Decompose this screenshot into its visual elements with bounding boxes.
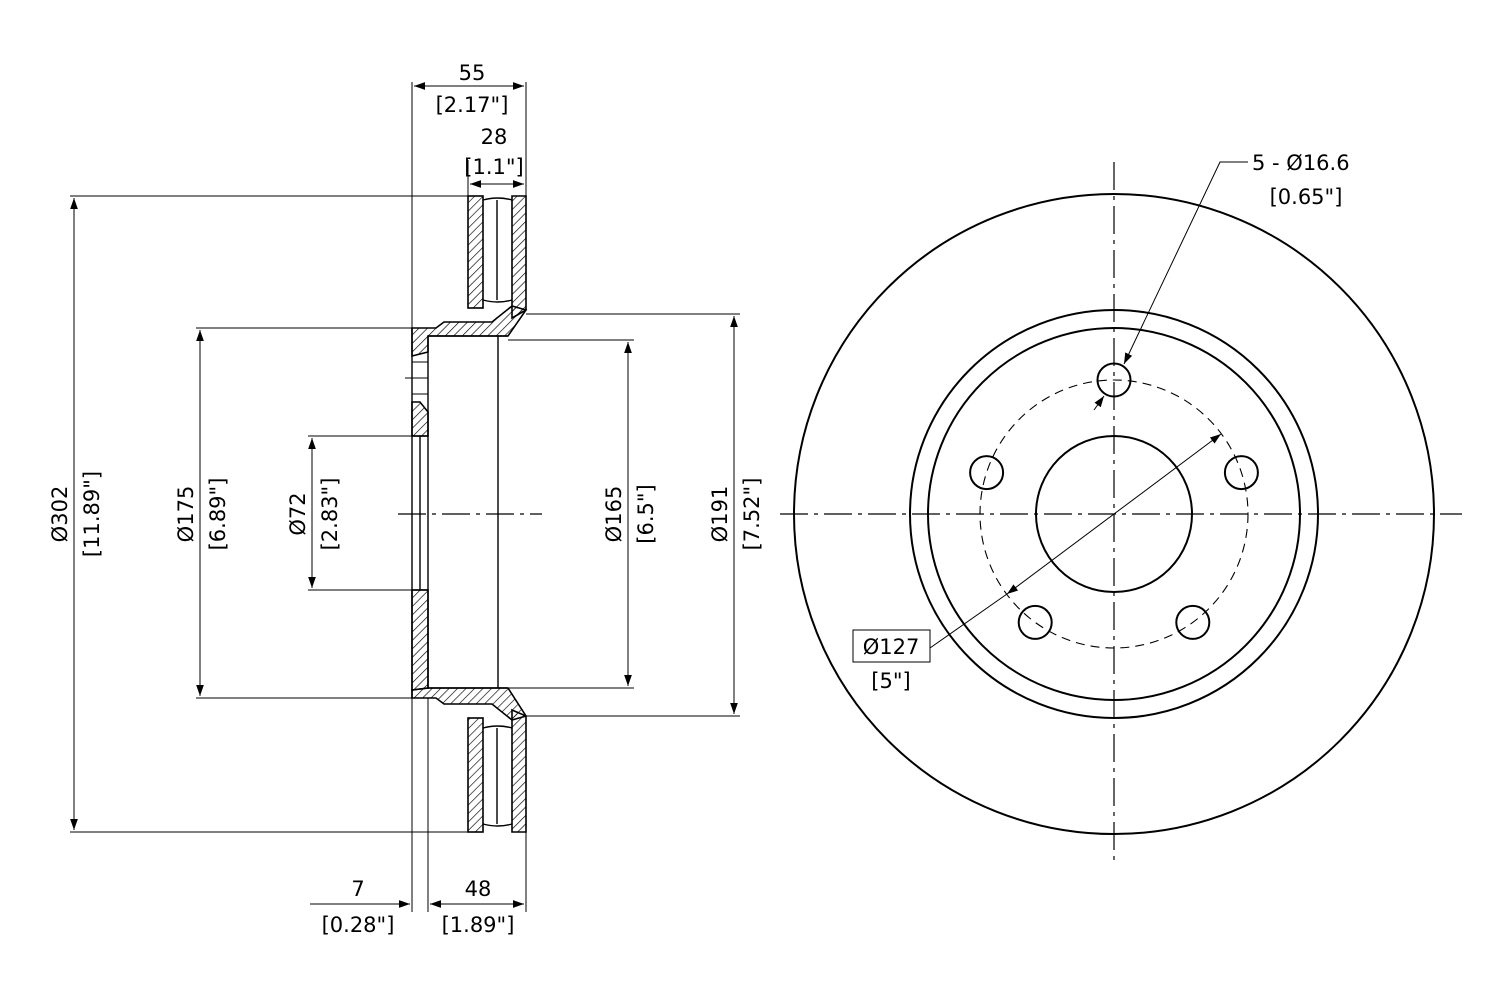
dimension-lines	[70, 82, 738, 908]
hat-depth-metric: 48	[465, 877, 492, 901]
hat-diameter-imperial: [6.89"]	[206, 478, 230, 551]
hat-thickness-metric: 7	[351, 877, 364, 901]
section-outlines	[405, 197, 513, 827]
bolt-circle-imperial: [5"]	[871, 669, 910, 693]
friction-ring-width-imperial: [1.1"]	[464, 155, 523, 179]
hat-diameter-metric: Ø175	[174, 486, 198, 543]
front-view: 5 - Ø16.6 [0.65"] Ø127 [5"]	[780, 151, 1462, 864]
overall-width-metric: 55	[459, 61, 486, 85]
outer-diameter-metric: Ø302	[48, 486, 72, 543]
bolt-holes-metric: 5 - Ø16.6	[1252, 151, 1350, 175]
bolt-hole-leader	[1093, 161, 1248, 411]
section-view: 55 [2.17"] 28 [1.1"] Ø302 [11.89"] Ø175 …	[48, 61, 764, 937]
dimension-texts-section: 55 [2.17"] 28 [1.1"] Ø302 [11.89"] Ø175 …	[48, 61, 764, 937]
inner-ring-diameter-imperial: [7.52"]	[740, 478, 764, 551]
inner-ring-diameter-metric: Ø191	[708, 486, 732, 543]
inner-hat-diameter-imperial: [6.5"]	[634, 484, 658, 543]
bolt-hole-4	[1017, 604, 1053, 640]
friction-ring-width-metric: 28	[481, 125, 508, 149]
bolt-circle-leader	[852, 433, 1222, 663]
hat-thickness-imperial: [0.28"]	[322, 913, 395, 937]
inner-hat-diameter-metric: Ø165	[602, 486, 626, 543]
extension-lines	[70, 82, 740, 912]
center-bore-imperial: [2.83"]	[318, 478, 342, 551]
bolt-hole-2	[1223, 455, 1259, 491]
overall-width-imperial: [2.17"]	[436, 93, 509, 117]
outer-diameter-imperial: [11.89"]	[80, 471, 104, 557]
hat-depth-imperial: [1.89"]	[442, 913, 515, 937]
bolt-hole-5	[969, 455, 1005, 491]
bolt-circle-metric: Ø127	[863, 635, 920, 659]
bolt-hole-3	[1175, 604, 1211, 640]
bolt-holes-imperial: [0.65"]	[1270, 185, 1343, 209]
bolt-circle-frame	[852, 629, 931, 663]
dimension-texts-front: 5 - Ø16.6 [0.65"] Ø127 [5"]	[863, 151, 1350, 693]
center-bore-metric: Ø72	[286, 492, 310, 535]
bolt-holes	[969, 362, 1259, 640]
